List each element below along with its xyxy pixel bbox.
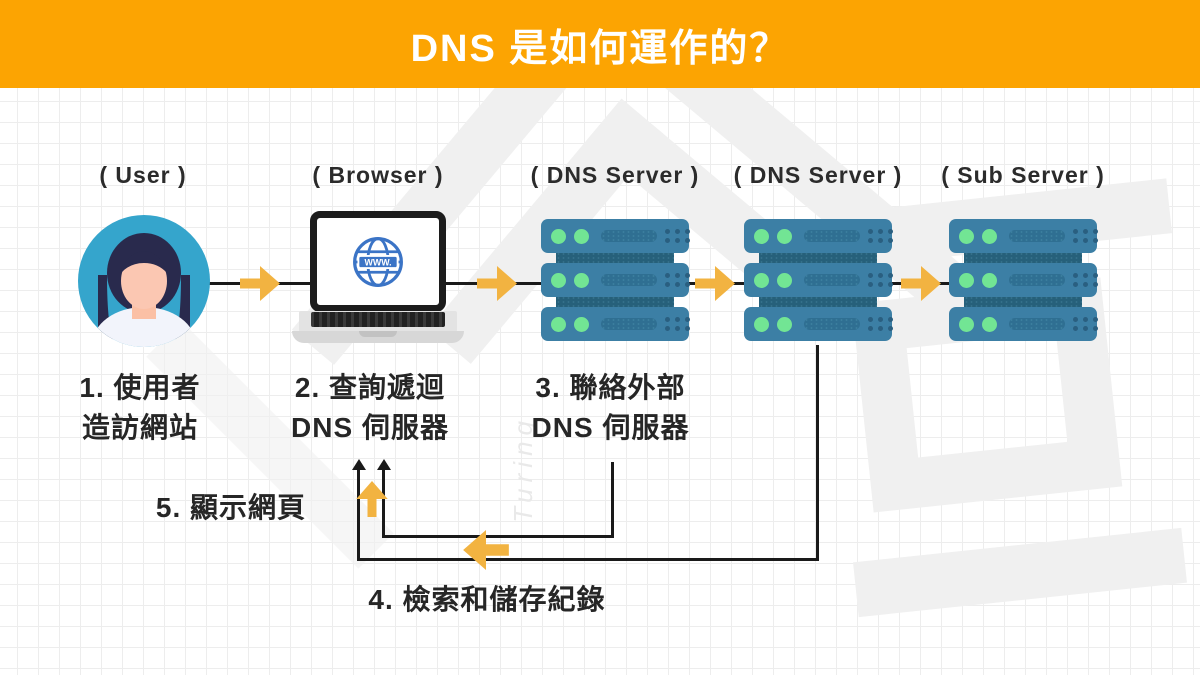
server-port-dots — [665, 317, 690, 331]
server-connector — [964, 252, 1082, 264]
server-unit — [949, 263, 1098, 297]
label-dns-server-2: ( DNS Server ) — [733, 162, 903, 188]
server-light-icon — [754, 272, 769, 288]
server-port-dots — [1073, 229, 1098, 243]
server-light-icon — [982, 228, 997, 244]
server-port-dots — [665, 273, 690, 287]
server-unit — [541, 219, 690, 253]
page-title: DNS 是如何運作的？ — [410, 27, 790, 70]
server-vent-bar — [601, 274, 657, 286]
server-vent-bar — [601, 318, 657, 330]
server-light-icon — [959, 228, 974, 244]
server-connector — [964, 296, 1082, 308]
server-connector — [759, 296, 877, 308]
arrow-right-icon-2 — [477, 266, 517, 301]
server-light-icon — [777, 316, 792, 332]
svg-text:WWW.: WWW. — [364, 257, 391, 267]
step-3-text: 3. 聯絡外部 DNS 伺服器 — [531, 372, 690, 443]
arrowhead-up-icon-outer — [351, 459, 366, 470]
arrow-left-icon — [462, 530, 510, 570]
label-sub-server: ( Sub Server ) — [941, 162, 1105, 188]
return-line-dns2-down — [816, 345, 819, 561]
arrowhead-up-icon-inner — [376, 459, 391, 470]
laptop-bottom-edge — [292, 331, 464, 343]
server-unit — [949, 219, 1098, 253]
server-port-dots — [868, 229, 893, 243]
laptop-keyboard — [311, 312, 445, 327]
server-unit — [744, 263, 893, 297]
server-light-icon — [777, 272, 792, 288]
step-5-text: 5. 顯示網頁 — [155, 492, 307, 523]
return-line-outer-up — [357, 469, 360, 561]
laptop-notch — [359, 331, 397, 337]
server-unit — [541, 307, 690, 341]
server-vent-bar — [1009, 230, 1065, 242]
server-light-icon — [982, 272, 997, 288]
server-vent-bar — [804, 230, 860, 242]
server-vent-bar — [1009, 274, 1065, 286]
return-line-inner-down — [611, 462, 614, 538]
server-light-icon — [551, 316, 566, 332]
dns-server-1-icon — [541, 219, 690, 345]
server-unit — [744, 219, 893, 253]
laptop-screen: WWW. — [310, 211, 446, 312]
server-port-dots — [665, 229, 690, 243]
server-light-icon — [551, 228, 566, 244]
label-browser: ( Browser ) — [312, 162, 444, 188]
arrow-right-icon-4 — [901, 266, 941, 301]
server-light-icon — [574, 228, 589, 244]
server-port-dots — [1073, 273, 1098, 287]
server-light-icon — [754, 228, 769, 244]
server-unit — [949, 307, 1098, 341]
server-light-icon — [574, 272, 589, 288]
server-light-icon — [982, 316, 997, 332]
server-light-icon — [754, 316, 769, 332]
server-vent-bar — [1009, 318, 1065, 330]
label-dns-server-1: ( DNS Server ) — [530, 162, 700, 188]
step-1-text: 1. 使用者 造訪網站 — [79, 372, 201, 443]
label-user: ( User ) — [99, 162, 187, 188]
server-light-icon — [959, 316, 974, 332]
return-line-outer-horizontal — [357, 558, 819, 561]
return-line-inner-up — [382, 469, 385, 538]
watermark-block-bar-2 — [853, 527, 1187, 618]
server-light-icon — [551, 272, 566, 288]
dns-server-2-icon — [744, 219, 893, 345]
server-port-dots — [868, 273, 893, 287]
server-port-dots — [1073, 317, 1098, 331]
server-vent-bar — [804, 274, 860, 286]
server-light-icon — [959, 272, 974, 288]
step-4-text: 4. 檢索和儲存紀錄 — [368, 584, 606, 615]
arrow-right-icon-3 — [695, 266, 735, 301]
server-connector — [759, 252, 877, 264]
arrow-up-icon — [354, 476, 390, 522]
server-light-icon — [574, 316, 589, 332]
server-connector — [556, 296, 674, 308]
server-port-dots — [868, 317, 893, 331]
user-avatar-icon — [78, 215, 210, 347]
arrow-right-icon-1 — [240, 266, 280, 301]
return-line-inner-horizontal — [382, 535, 614, 538]
server-vent-bar — [601, 230, 657, 242]
step-2-text: 2. 查詢遞迴 DNS 伺服器 — [291, 372, 449, 443]
globe-icon: WWW. — [353, 236, 403, 287]
server-unit — [541, 263, 690, 297]
server-vent-bar — [804, 318, 860, 330]
server-unit — [744, 307, 893, 341]
sub-server-icon — [949, 219, 1098, 345]
server-light-icon — [777, 228, 792, 244]
header-banner: DNS 是如何運作的？ — [0, 0, 1200, 88]
server-connector — [556, 252, 674, 264]
